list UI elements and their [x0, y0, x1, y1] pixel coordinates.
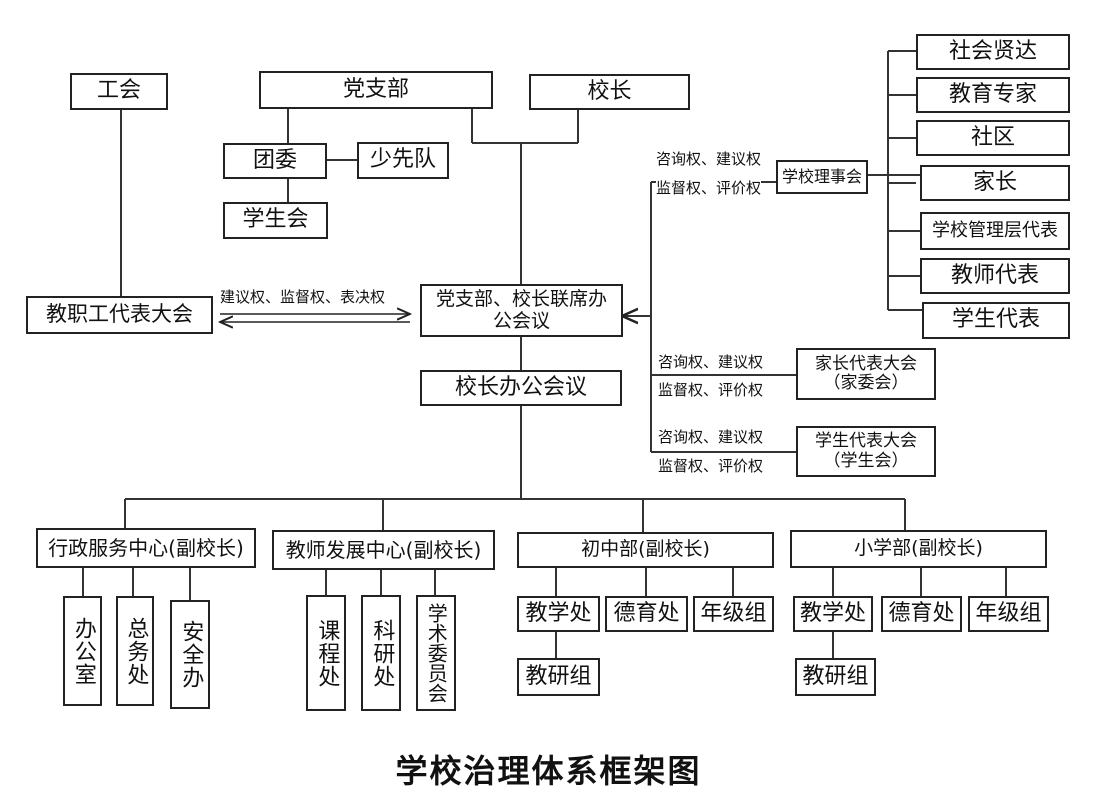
junior-teaching-office-box: 教学处 — [517, 596, 600, 632]
young-pioneers-box: 少先队 — [357, 142, 449, 179]
board-member-community: 社区 — [916, 120, 1070, 156]
primary-division-box: 小学部(副校长) — [790, 530, 1047, 568]
parent-congress-box: 家长代表大会 （家委会） — [796, 348, 936, 400]
party-branch-box: 党支部 — [259, 71, 493, 109]
board-member-parents: 家长 — [920, 165, 1070, 201]
youth-league-box: 团委 — [223, 143, 327, 179]
board-member-student-reps: 学生代表 — [922, 302, 1070, 339]
student-union-box: 学生会 — [223, 202, 328, 239]
board-supervise-label: 监督权、评价权 — [656, 179, 762, 197]
student-supervise-label: 监督权、评价权 — [658, 457, 764, 475]
junior-grade-group-box: 年级组 — [693, 596, 774, 632]
primary-grade-group-box: 年级组 — [968, 596, 1049, 632]
staff-rights-label: 建议权、监督权、表决权 — [220, 288, 386, 306]
primary-teaching-office-box: 教学处 — [793, 596, 873, 632]
student-congress-box: 学生代表大会 （学生会） — [796, 426, 936, 477]
admin-service-center-box: 行政服务中心(副校长) — [36, 528, 256, 568]
office-box: 办公室 — [63, 596, 102, 706]
primary-research-group-box: 教研组 — [795, 658, 876, 696]
diagram-title: 学校治理体系框架图 — [395, 752, 702, 790]
board-member-teacher-reps: 教师代表 — [920, 258, 1070, 294]
staff-congress-box: 教职工代表大会 — [26, 296, 213, 334]
principal-box: 校长 — [529, 74, 690, 110]
general-affairs-box: 总务处 — [116, 596, 154, 706]
union-box: 工会 — [70, 73, 168, 110]
parent-consult-label: 咨询权、建议权 — [658, 353, 764, 371]
board-member-education-experts: 教育专家 — [916, 77, 1070, 113]
board-member-management-reps: 学校管理层代表 — [920, 212, 1070, 250]
primary-moral-office-box: 德育处 — [881, 596, 962, 632]
board-consult-label: 咨询权、建议权 — [656, 150, 762, 168]
joint-meeting-box: 党支部、校长联席办 公会议 — [420, 284, 623, 337]
curriculum-office-box: 课程处 — [306, 595, 346, 711]
school-board-box: 学校理事会 — [776, 160, 868, 194]
junior-research-group-box: 教研组 — [517, 658, 600, 696]
research-office-box: 科研处 — [361, 595, 401, 711]
junior-moral-office-box: 德育处 — [605, 596, 688, 632]
teacher-development-center-box: 教师发展中心(副校长) — [272, 530, 495, 570]
junior-high-division-box: 初中部(副校长) — [517, 532, 774, 568]
academic-committee-box: 学术委员会 — [416, 595, 456, 711]
board-member-social-elite: 社会贤达 — [916, 34, 1070, 70]
safety-office-box: 安全办 — [170, 600, 210, 709]
principal-office-meeting-box: 校长办公会议 — [420, 370, 622, 406]
student-consult-label: 咨询权、建议权 — [658, 428, 764, 446]
parent-supervise-label: 监督权、评价权 — [658, 381, 764, 399]
